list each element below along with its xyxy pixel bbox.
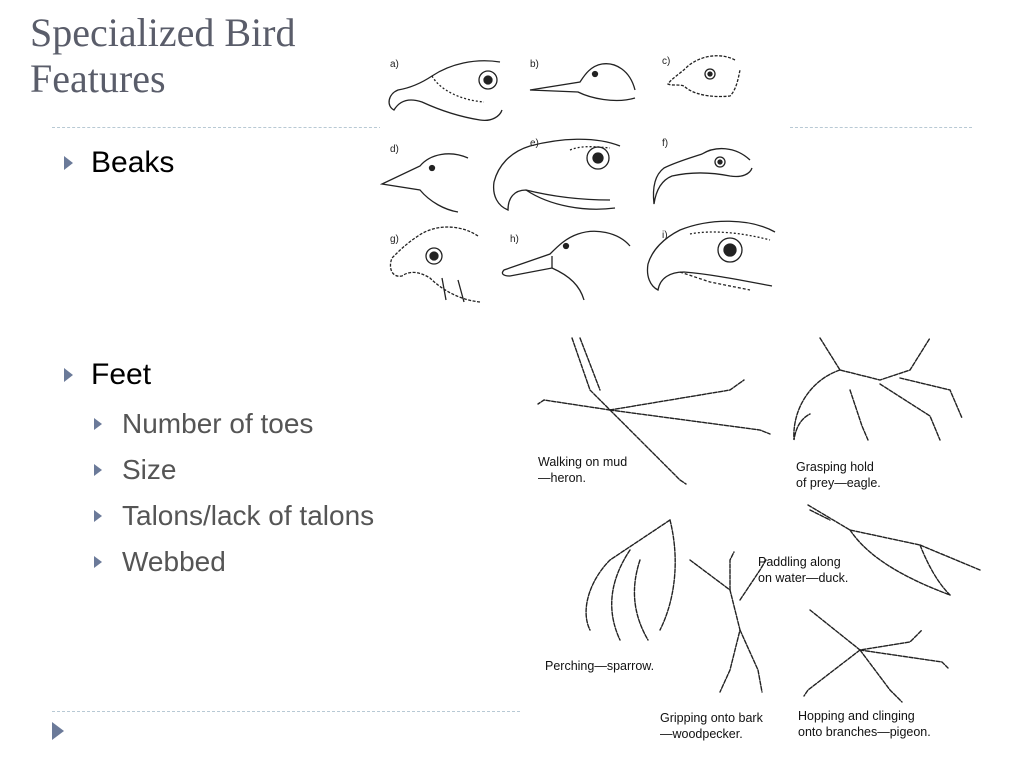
beak-label-i: i) <box>662 230 668 241</box>
sub-bullet-text: Number of toes <box>122 408 314 439</box>
bullet-text: Beaks <box>91 146 175 179</box>
bullet-arrow-icon <box>94 510 102 522</box>
bullet-text: Feet <box>91 358 152 391</box>
sub-bullet-text: Talons/lack of talons <box>122 500 375 531</box>
beak-i-drawing <box>646 220 776 291</box>
beak-b-drawing <box>529 63 636 102</box>
beak-label-e: e) <box>530 138 539 149</box>
caption-duck-1: Paddling along <box>758 555 841 569</box>
beak-label-h: h) <box>510 234 519 245</box>
bullet-arrow-icon <box>64 156 73 170</box>
caption-sparrow: Perching—sparrow. <box>545 659 654 673</box>
top-rule-left <box>52 127 382 128</box>
foot-heron-drawing <box>537 337 771 485</box>
beak-label-d: d) <box>390 144 399 155</box>
foot-sparrow-drawing <box>585 519 676 641</box>
bullet-arrow-icon <box>94 556 102 568</box>
next-slide-icon[interactable] <box>52 722 64 740</box>
foot-duck-drawing <box>807 504 981 596</box>
caption-heron-1: Walking on mud <box>538 455 627 469</box>
foot-eagle-drawing <box>793 337 963 441</box>
beak-d-drawing <box>379 153 469 213</box>
sub-bullet-size: Size <box>94 454 176 486</box>
top-rule-right <box>790 127 972 128</box>
bullet-arrow-icon <box>64 368 73 382</box>
sub-bullet-talons: Talons/lack of talons <box>94 500 374 532</box>
bullet-beaks: Beaks <box>64 146 174 180</box>
beak-e-drawing <box>492 138 621 211</box>
bullet-arrow-icon <box>94 464 102 476</box>
caption-duck-2: on water—duck. <box>758 571 848 585</box>
sub-bullet-text: Size <box>122 454 177 485</box>
caption-pigeon-1: Hopping and clinging <box>798 709 915 723</box>
caption-woodpecker-1: Gripping onto bark <box>660 711 764 725</box>
beak-label-f: f) <box>662 138 668 149</box>
feet-illustrations: Walking on mud —heron. Grasping hold of … <box>530 330 990 750</box>
feet-drawings: Walking on mud —heron. Grasping hold of … <box>537 337 981 741</box>
bottom-rule <box>52 711 520 712</box>
beak-drawings: a) b) c) d) e) f) g) h) i) <box>379 55 776 303</box>
beak-label-a: a) <box>390 59 399 70</box>
slide-title: Specialized Bird Features <box>30 10 296 101</box>
caption-pigeon-2: onto branches—pigeon. <box>798 725 931 739</box>
sub-bullet-webbed: Webbed <box>94 546 226 578</box>
beak-label-c: c) <box>662 56 670 67</box>
caption-woodpecker-2: —woodpecker. <box>660 727 743 741</box>
beak-a-drawing <box>388 60 503 122</box>
foot-pigeon-drawing <box>803 609 949 703</box>
bullet-feet: Feet <box>64 358 151 392</box>
caption-eagle-2: of prey—eagle. <box>796 476 881 490</box>
foot-woodpecker-drawing <box>689 551 767 693</box>
beak-c-drawing <box>667 55 741 98</box>
beak-label-g: g) <box>390 234 399 245</box>
beak-g-drawing <box>389 226 481 303</box>
beak-illustrations: a) b) c) d) e) f) g) h) i) <box>379 50 780 315</box>
caption-eagle-1: Grasping hold <box>796 460 874 474</box>
beak-f-drawing <box>652 148 753 205</box>
bullet-arrow-icon <box>94 418 102 430</box>
sub-bullet-text: Webbed <box>122 546 226 577</box>
beak-h-drawing <box>501 230 631 301</box>
sub-bullet-toes: Number of toes <box>94 408 313 440</box>
beak-label-b: b) <box>530 59 539 70</box>
caption-heron-2: —heron. <box>538 471 586 485</box>
